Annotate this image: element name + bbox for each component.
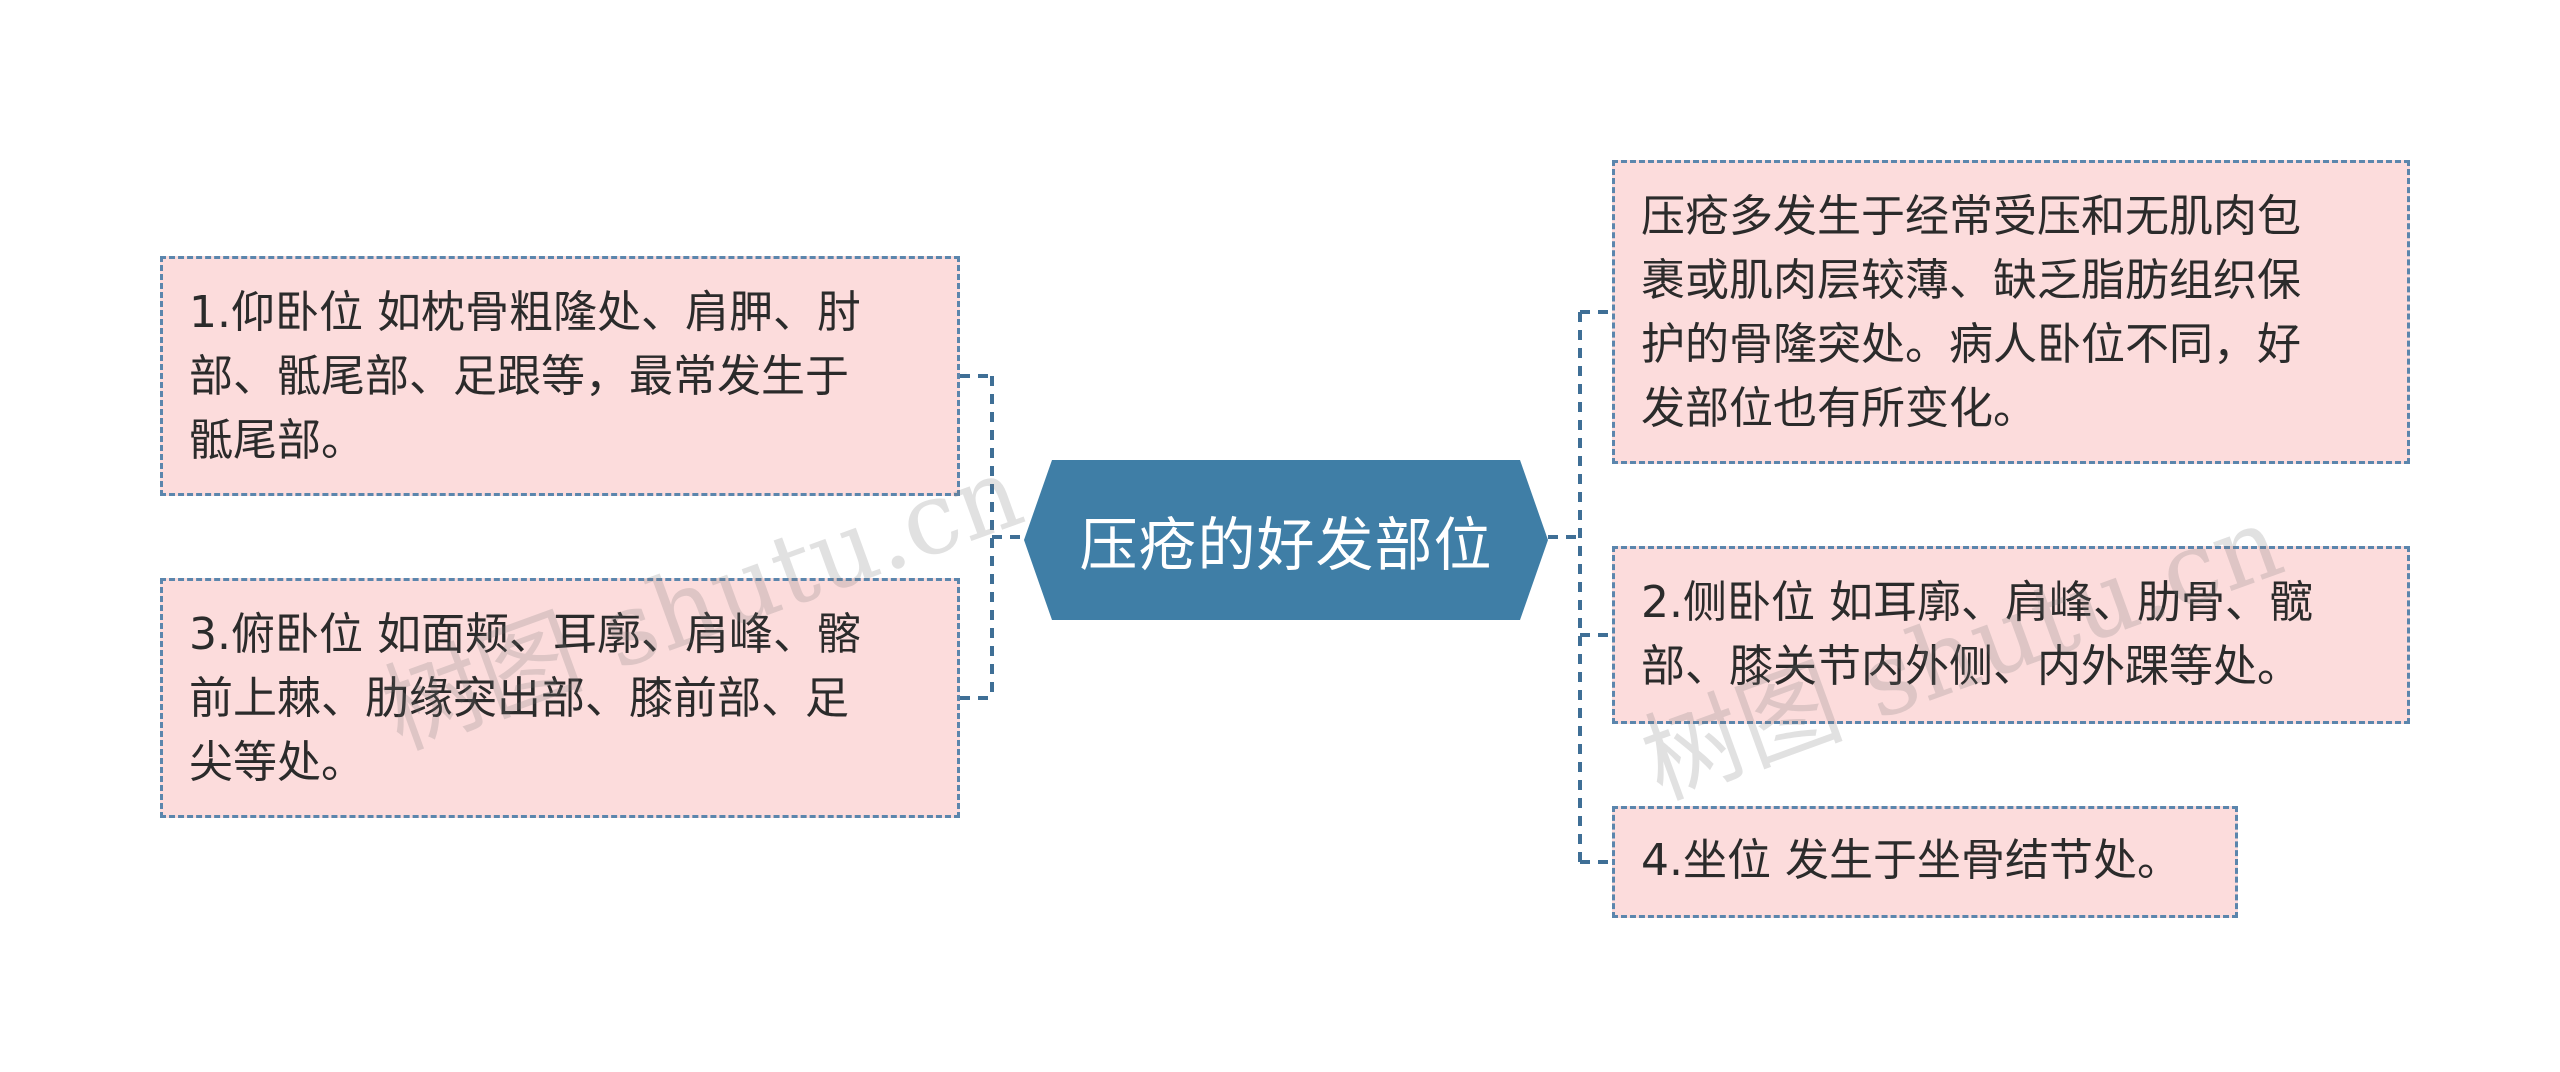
- central-topic-label: 压疮的好发部位: [1079, 511, 1493, 579]
- central-topic[interactable]: 压疮的好发部位: [1024, 460, 1548, 620]
- topic-lateral-text: 2.侧卧位 如耳廓、肩峰、肋骨、髋 部、膝关节内外侧、内外踝等处。: [1641, 577, 2313, 692]
- topic-lateral[interactable]: 2.侧卧位 如耳廓、肩峰、肋骨、髋 部、膝关节内外侧、内外踝等处。: [1612, 546, 2410, 724]
- topic-sitting-text: 4.坐位 发生于坐骨结节处。: [1641, 835, 2181, 886]
- topic-overview-text: 压疮多发生于经常受压和无肌肉包 裹或肌肉层较薄、缺乏脂肪组织保 护的骨隆突处。病…: [1641, 191, 2301, 434]
- topic-supine[interactable]: 1.仰卧位 如枕骨粗隆处、肩胛、肘 部、骶尾部、足跟等，最常发生于 骶尾部。: [160, 256, 960, 496]
- central-topic-shape: [1024, 460, 1548, 620]
- topic-prone[interactable]: 3.俯卧位 如面颊、耳廓、肩峰、髂 前上棘、肋缘突出部、膝前部、足 尖等处。: [160, 578, 960, 818]
- topic-supine-text: 1.仰卧位 如枕骨粗隆处、肩胛、肘 部、骶尾部、足跟等，最常发生于 骶尾部。: [189, 287, 861, 466]
- topic-sitting[interactable]: 4.坐位 发生于坐骨结节处。: [1612, 806, 2238, 918]
- topic-prone-text: 3.俯卧位 如面颊、耳廓、肩峰、髂 前上棘、肋缘突出部、膝前部、足 尖等处。: [189, 609, 861, 788]
- topic-overview[interactable]: 压疮多发生于经常受压和无肌肉包 裹或肌肉层较薄、缺乏脂肪组织保 护的骨隆突处。病…: [1612, 160, 2410, 464]
